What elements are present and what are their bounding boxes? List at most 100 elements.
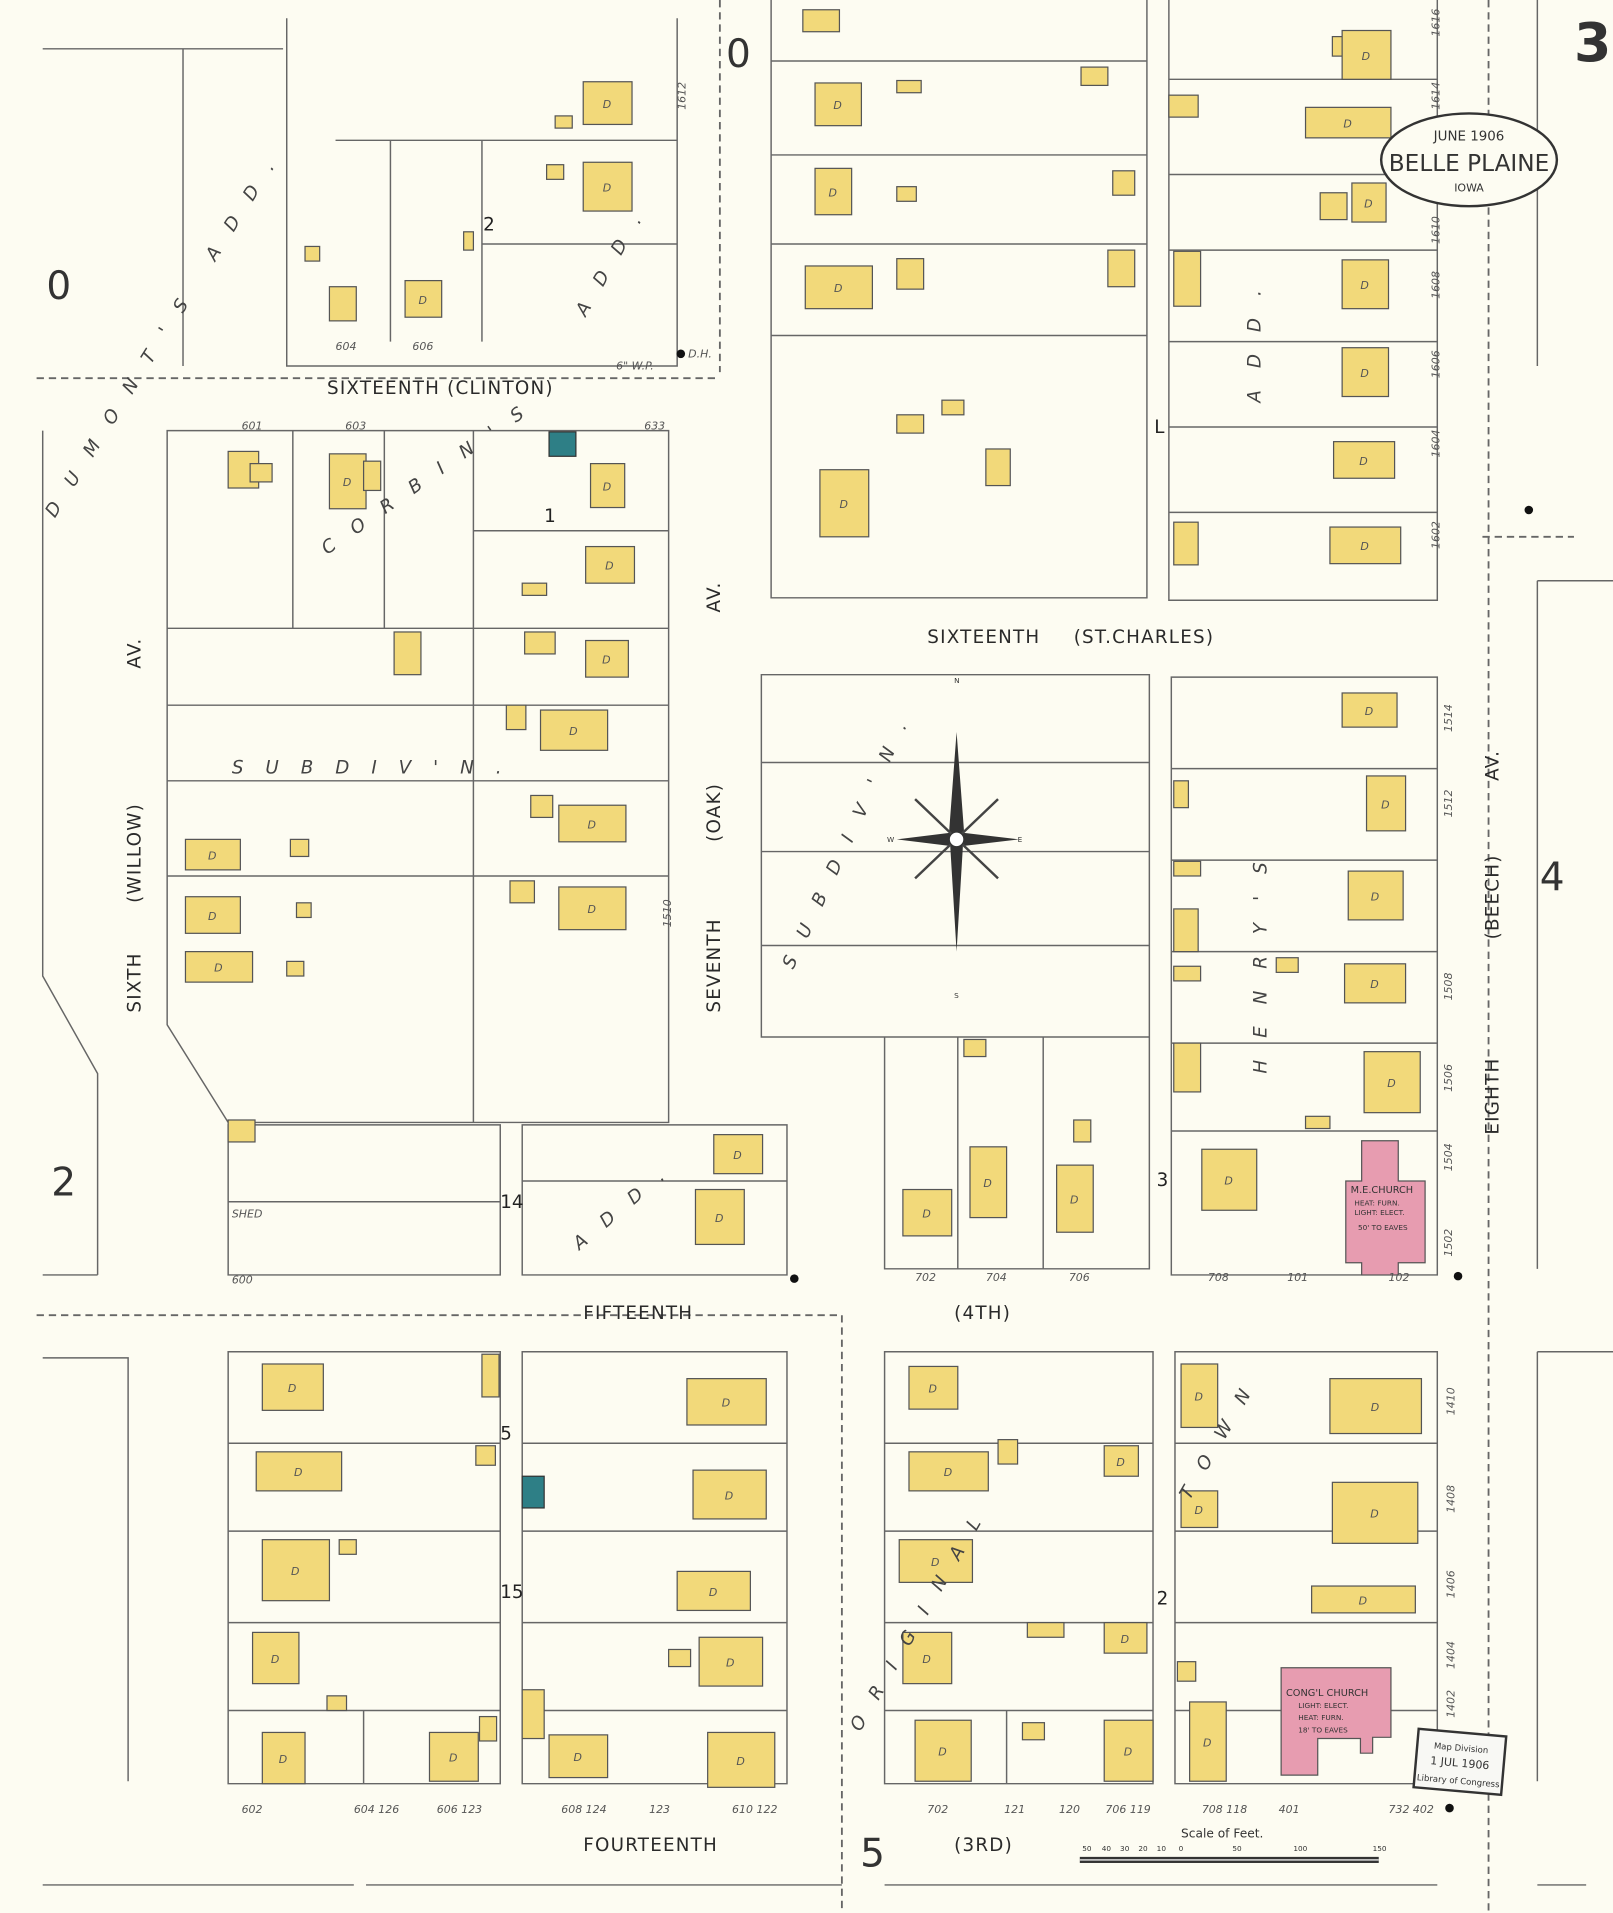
dwelling-mark: D bbox=[603, 480, 611, 493]
frame-building bbox=[304, 245, 321, 262]
frame-building bbox=[328, 286, 357, 322]
dwelling-mark: D bbox=[709, 1586, 717, 1599]
frame-building bbox=[1180, 1490, 1219, 1529]
frame-building bbox=[898, 1539, 974, 1583]
frame-building bbox=[819, 469, 870, 538]
dwelling-mark: D bbox=[605, 560, 613, 573]
frame-building bbox=[1319, 192, 1348, 221]
address-number: 601 bbox=[242, 419, 263, 432]
address-number: 1614 bbox=[1430, 82, 1443, 110]
frame-building bbox=[1173, 521, 1199, 566]
frame-building bbox=[896, 186, 917, 202]
frame-building bbox=[969, 1146, 1008, 1219]
address-number: 1504 bbox=[1442, 1143, 1455, 1171]
frame-building bbox=[1332, 441, 1396, 479]
address-number: 1404 bbox=[1444, 1641, 1457, 1669]
address-number: 123 bbox=[649, 1803, 670, 1816]
dwelling-mark: D bbox=[288, 1382, 296, 1395]
street-seventh-av: AV. bbox=[704, 581, 725, 612]
dwelling-mark: D bbox=[1116, 1456, 1124, 1469]
frame-building bbox=[521, 582, 548, 596]
address-number: 606 bbox=[412, 340, 433, 353]
block-number: 2 bbox=[1157, 1588, 1169, 1609]
frame-building bbox=[1103, 1622, 1148, 1654]
address-number: 401 bbox=[1279, 1803, 1300, 1816]
street-sixth: SIXTH bbox=[124, 952, 145, 1012]
address-number: 1610 bbox=[1430, 216, 1443, 244]
dwelling-mark: D bbox=[983, 1177, 991, 1190]
frame-building bbox=[1347, 870, 1404, 921]
frame-building bbox=[1112, 170, 1136, 196]
stamp-line1: Map Division bbox=[1433, 1742, 1488, 1757]
frame-building bbox=[1176, 1661, 1197, 1682]
dwelling-mark: D bbox=[1381, 798, 1389, 811]
address-number: 1604 bbox=[1430, 430, 1443, 458]
frame-building bbox=[326, 1695, 348, 1712]
frame-building bbox=[1026, 1622, 1065, 1638]
frame-building bbox=[1304, 106, 1392, 139]
frame-building bbox=[286, 960, 305, 977]
frame-building bbox=[1173, 780, 1190, 809]
street-willow: (WILLOW) bbox=[124, 803, 145, 903]
address-number: 1608 bbox=[1430, 271, 1443, 299]
dwelling-mark: D bbox=[1359, 455, 1367, 468]
frame-building bbox=[1173, 1042, 1202, 1093]
dwelling-mark: D bbox=[929, 1383, 937, 1396]
dwelling-mark: D bbox=[922, 1653, 930, 1666]
frame-building bbox=[404, 279, 443, 318]
frame-building bbox=[902, 1631, 953, 1685]
frame-building bbox=[1107, 249, 1136, 288]
frame-building bbox=[1103, 1445, 1139, 1477]
frame-building bbox=[686, 1378, 767, 1426]
frame-building bbox=[707, 1731, 776, 1788]
dwelling-mark: D bbox=[1370, 1508, 1378, 1521]
dwelling-mark: D bbox=[603, 98, 611, 111]
address-number: 120 bbox=[1059, 1803, 1080, 1816]
address-number: 702 bbox=[915, 1271, 936, 1284]
frame-building bbox=[1329, 1378, 1423, 1435]
dwelling-mark: D bbox=[1070, 1194, 1078, 1207]
frame-building bbox=[908, 1451, 989, 1492]
dwelling-mark: D bbox=[343, 476, 351, 489]
frame-building bbox=[1311, 1585, 1416, 1614]
stamp-line2: 1 JUL 1906 bbox=[1430, 1754, 1490, 1772]
address-number: 603 bbox=[345, 419, 366, 432]
frame-building bbox=[896, 414, 925, 434]
frame-building bbox=[1173, 250, 1202, 307]
frame-building bbox=[251, 1631, 300, 1685]
address-number: 101 bbox=[1287, 1271, 1308, 1284]
addition-add-right: ADD. bbox=[1244, 268, 1265, 403]
frame-building bbox=[184, 838, 241, 871]
addition-henry: HENRY'S bbox=[1250, 840, 1271, 1073]
address-number: 602 bbox=[242, 1803, 263, 1816]
frame-building bbox=[698, 1636, 764, 1687]
frame-building bbox=[1056, 1164, 1094, 1233]
frame-building bbox=[985, 448, 1011, 487]
dwelling-mark: D bbox=[931, 1556, 939, 1569]
dwelling-mark: D bbox=[419, 294, 427, 307]
sheet-number: 3 bbox=[1574, 11, 1611, 74]
street-fourteenth: FOURTEENTH bbox=[583, 1835, 718, 1856]
dwelling-mark: D bbox=[1203, 1736, 1211, 1749]
church-eaves: 50' TO EAVES bbox=[1358, 1223, 1408, 1232]
scale-tick: 50 bbox=[1082, 1844, 1092, 1853]
wp-label: 6" W.P. bbox=[616, 360, 654, 373]
dwelling-mark: D bbox=[1362, 50, 1370, 63]
frame-building bbox=[914, 1719, 972, 1782]
frame-building bbox=[255, 1451, 343, 1492]
frame-building bbox=[676, 1570, 751, 1612]
frame-building bbox=[546, 164, 565, 180]
dwelling-mark: D bbox=[1124, 1746, 1132, 1759]
dwelling-mark: D bbox=[722, 1397, 730, 1410]
block-number: 3 bbox=[1157, 1170, 1169, 1191]
frame-building bbox=[1365, 775, 1407, 832]
address-number: 610 122 bbox=[732, 1803, 777, 1816]
dwelling-mark: D bbox=[1121, 1633, 1129, 1646]
frame-building bbox=[896, 79, 922, 94]
dwelling-mark: D bbox=[573, 1751, 581, 1764]
block-number: 14 bbox=[500, 1192, 523, 1213]
address-number: 732 402 bbox=[1388, 1803, 1433, 1816]
frame-building bbox=[539, 709, 609, 751]
frame-building bbox=[530, 794, 554, 819]
